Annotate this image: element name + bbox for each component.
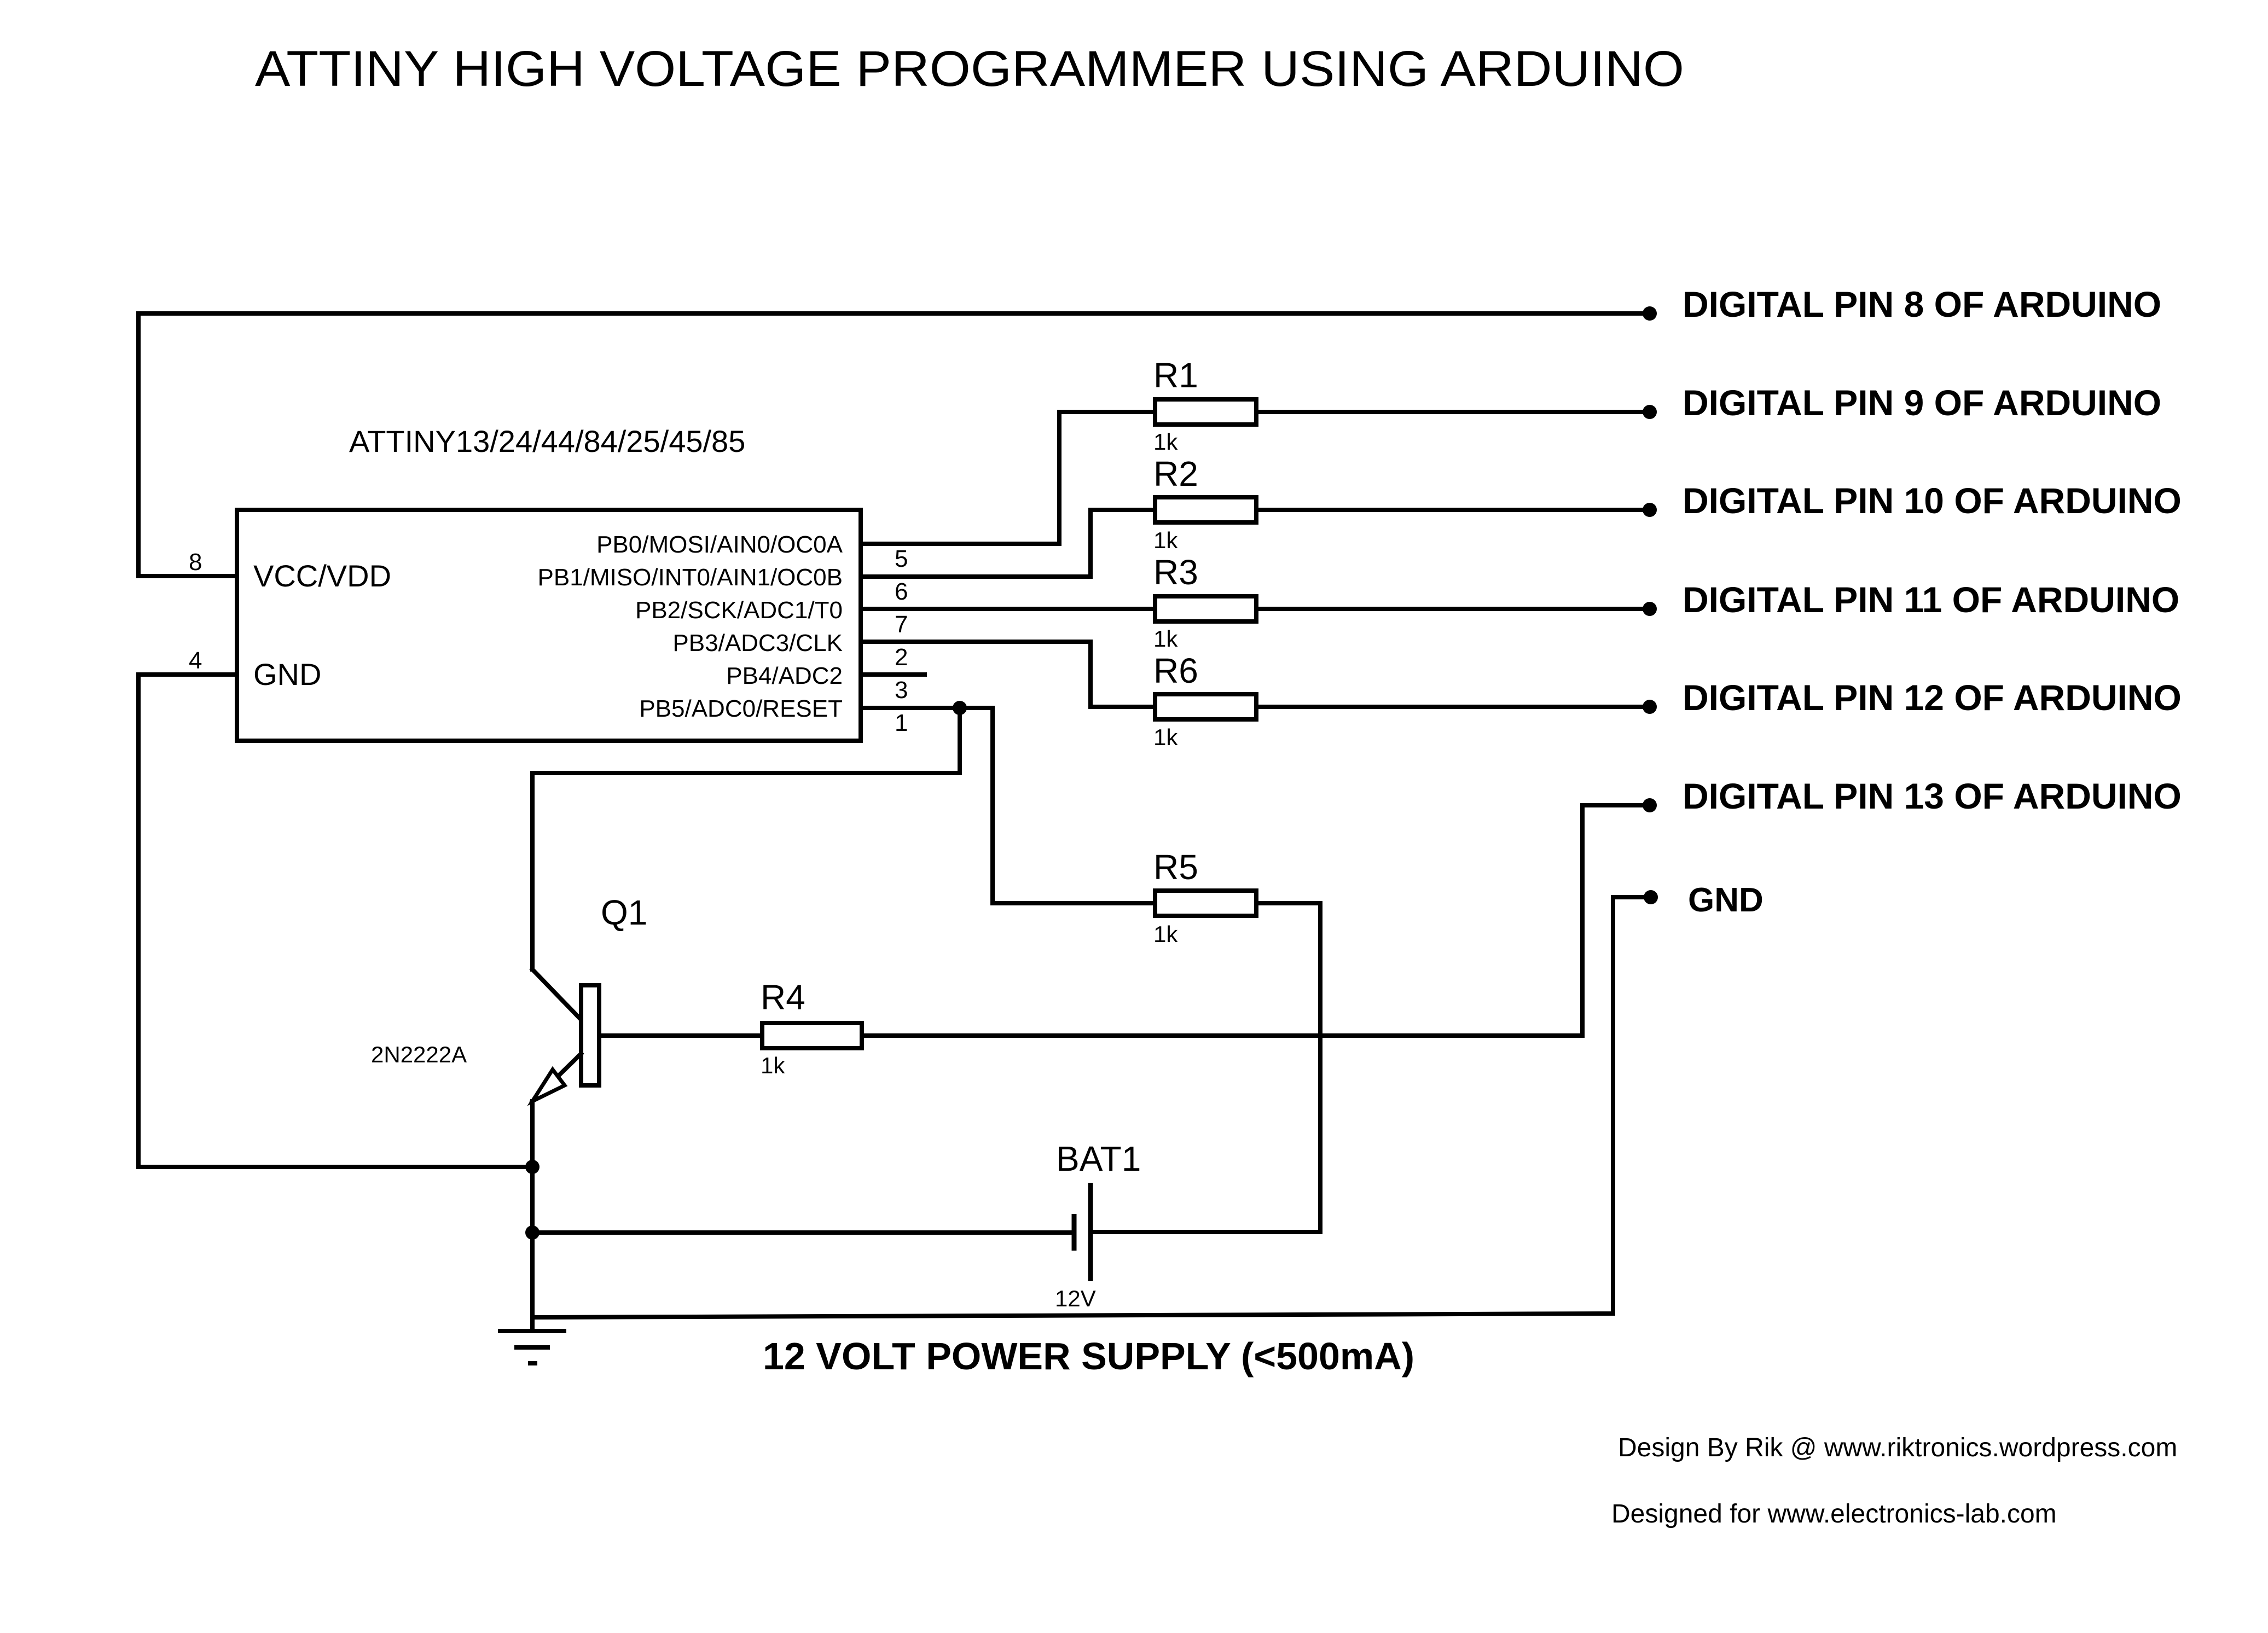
terminal-dot-d11: [1643, 602, 1657, 616]
chip-pin-label-gnd: GND: [253, 657, 321, 691]
pin-number-7: 7: [895, 611, 908, 638]
resistor-value: 1k: [1153, 921, 1178, 947]
battery-bat1: BAT1 12V: [1055, 1139, 1141, 1311]
resistor-ref: R1: [1153, 356, 1198, 395]
wire-pb1-r2: [859, 508, 1157, 579]
resistor-body: [1153, 594, 1258, 624]
resistor-value: 1k: [1153, 724, 1178, 750]
resistor-r1: R1 1k: [1153, 356, 1258, 455]
terminal-dot-d13: [1643, 798, 1657, 812]
wire-gnd-arduino: [530, 895, 1652, 1320]
credit-design-by: Design By Rik @ www.riktronics.wordpress…: [1618, 1433, 2177, 1462]
attiny-chip: ATTINY13/24/44/84/25/45/85 VCC/VDD GND 8…: [189, 424, 908, 743]
pin-number-6: 6: [895, 578, 908, 605]
resistor-value: 1k: [1153, 626, 1178, 652]
base-bar: [579, 983, 601, 1088]
junctions: [525, 701, 967, 1240]
power-supply-label: 12 VOLT POWER SUPPLY (<500mA): [763, 1335, 1414, 1378]
chip-body: [235, 508, 863, 743]
chip-pin-label-vcc: VCC/VDD: [253, 559, 391, 593]
wire-vcc-d8: [136, 311, 1652, 578]
collector-lead: [529, 966, 584, 1023]
pin-number-1: 1: [895, 710, 908, 736]
wire-gnd-emitter: [136, 672, 535, 1169]
pin-number-5: 5: [895, 545, 908, 572]
connection-label-d9: DIGITAL PIN 9 OF ARDUINO: [1683, 382, 2161, 423]
terminal-dot-d9: [1643, 405, 1657, 419]
pin-number-3: 3: [895, 677, 908, 704]
connection-label-d10: DIGITAL PIN 10 OF ARDUINO: [1683, 480, 2182, 521]
connection-label-d11: DIGITAL PIN 11 OF ARDUINO: [1683, 579, 2179, 620]
connection-label-d12: DIGITAL PIN 12 OF ARDUINO: [1683, 677, 2182, 718]
resistor-body: [760, 1021, 864, 1050]
pin-number-4: 4: [189, 647, 202, 674]
junction-dot: [525, 1160, 540, 1174]
credit-designed-for: Designed for www.electronics-lab.com: [1611, 1500, 2057, 1529]
terminal-dot-d10: [1643, 503, 1657, 517]
chip-pin-label-pb4: PB4/ADC2: [726, 663, 843, 689]
junction-dot: [953, 701, 967, 715]
pin-number-8: 8: [189, 549, 202, 576]
resistor-ref: R6: [1153, 651, 1198, 690]
wire-r5-battery: [1088, 901, 1322, 1234]
resistor-body: [1153, 397, 1258, 427]
emitter-arrow-icon: [527, 1066, 568, 1106]
resistor-value: 1k: [761, 1053, 785, 1078]
connection-label-d13: DIGITAL PIN 13 OF ARDUINO: [1683, 776, 2182, 816]
resistor-body: [1153, 692, 1258, 722]
transistor-ref: Q1: [601, 893, 647, 932]
chip-pin-label-pb3: PB3/ADC3/CLK: [672, 630, 843, 656]
resistor-ref: R5: [1153, 847, 1198, 887]
resistor-body: [1153, 495, 1258, 525]
resistor-r3: R3 1k: [1153, 553, 1258, 652]
schematic-title: ATTINY HIGH VOLTAGE PROGRAMMER USING ARD…: [255, 41, 1684, 97]
connection-label-d8: DIGITAL PIN 8 OF ARDUINO: [1683, 284, 2161, 324]
resistor-r5: R5 1k: [1153, 847, 1258, 947]
terminal-dot-d8: [1643, 306, 1657, 321]
resistor-ref: R3: [1153, 553, 1198, 592]
terminal-dot-d12: [1643, 700, 1657, 714]
chip-pin-label-pb1: PB1/MISO/INT0/AIN1/OC0B: [538, 564, 843, 591]
wire-pb0-r1: [859, 410, 1157, 546]
pin-number-2: 2: [895, 644, 908, 671]
resistor-ref: R4: [761, 978, 805, 1017]
resistor-r6: R6 1k: [1153, 651, 1258, 750]
ground-icon: [498, 1329, 566, 1365]
transistor-part: 2N2222A: [371, 1042, 467, 1067]
wire-pb3-r6: [859, 640, 1157, 709]
chip-part-label: ATTINY13/24/44/84/25/45/85: [349, 424, 745, 458]
transistor-q1: Q1 2N2222A: [371, 893, 647, 1106]
chip-pin-label-pb0: PB0/MOSI/AIN0/OC0A: [596, 531, 843, 558]
resistor-r2: R2 1k: [1153, 454, 1258, 553]
wire-r4-d13: [860, 803, 1652, 1038]
chip-pin-label-pb2: PB2/SCK/ADC1/T0: [635, 597, 843, 624]
terminal-dot-gnd: [1644, 890, 1658, 904]
wire-reset-r5: [859, 706, 1157, 905]
junction-dot: [525, 1225, 540, 1240]
battery-ref: BAT1: [1056, 1139, 1141, 1178]
arduino-connections: DIGITAL PIN 8 OF ARDUINO DIGITAL PIN 9 O…: [1643, 284, 2182, 919]
wires: [136, 311, 1652, 1333]
connection-label-gnd: GND: [1688, 881, 1764, 919]
chip-pin-label-pb5: PB5/ADC0/RESET: [639, 695, 843, 722]
battery-value: 12V: [1055, 1286, 1096, 1311]
resistor-ref: R2: [1153, 454, 1198, 493]
resistor-body: [1153, 888, 1258, 918]
wire-reset-collector: [530, 706, 962, 972]
resistor-r4: R4 1k: [760, 978, 864, 1078]
resistor-value: 1k: [1153, 429, 1178, 455]
resistor-value: 1k: [1153, 527, 1178, 553]
